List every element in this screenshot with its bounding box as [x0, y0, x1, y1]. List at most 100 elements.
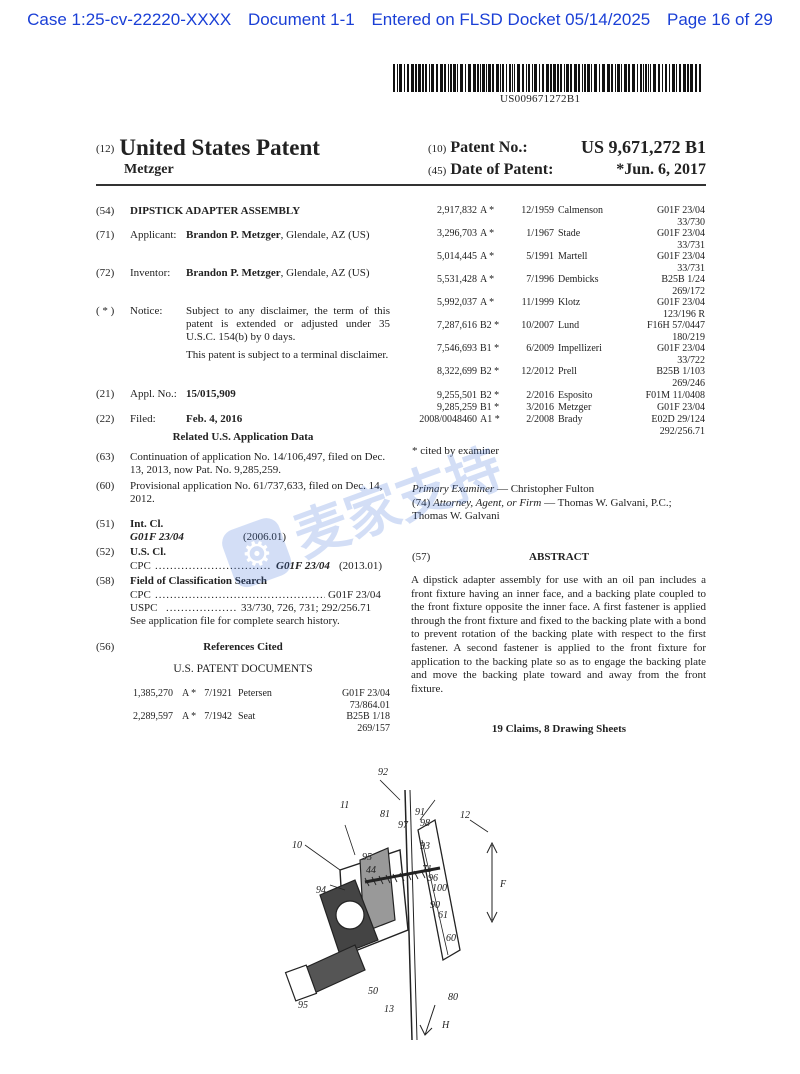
barcode-bar	[534, 64, 537, 92]
barcode-bar	[517, 64, 520, 92]
ref-class: B25B 1/18	[346, 711, 390, 722]
ref-kind: B2 *	[480, 366, 500, 377]
knob-hole	[335, 900, 365, 930]
ref-class-secondary: 33/730	[677, 217, 705, 228]
bolt-threads	[364, 869, 426, 887]
barcode-bar	[492, 64, 494, 92]
barcode-bar	[570, 64, 572, 92]
barcode-number: US009671272B1	[500, 93, 581, 105]
ref-number: 9,285,259	[437, 402, 477, 413]
attorney-code: (74)	[412, 497, 431, 509]
ref-class: G01F 23/04	[656, 297, 705, 308]
drawing-label: 60	[446, 933, 456, 944]
title-code: (54)	[96, 205, 115, 217]
barcode-bar	[482, 64, 485, 92]
ref-kind: A *	[480, 228, 495, 239]
drawing-label: H	[441, 1020, 450, 1031]
ref-class: G01F 23/04	[656, 228, 705, 239]
barcode-bar	[672, 64, 675, 92]
barcode-bar	[566, 64, 569, 92]
ref-kind: A *	[480, 297, 495, 308]
drawing-label: 11	[340, 800, 349, 811]
barcode-bar	[582, 64, 583, 92]
attorney-label: Attorney, Agent, or Firm	[433, 497, 542, 509]
barcode-bar	[480, 64, 481, 92]
ref-class-secondary: 73/864.01	[349, 700, 390, 711]
drawing-label: 94	[316, 885, 326, 896]
drawing-label: 10	[292, 840, 302, 851]
notice-label: Notice:	[130, 305, 163, 317]
watermark-logo	[222, 518, 292, 588]
barcode-bar	[637, 64, 638, 92]
ref-date: 3/2016	[526, 402, 554, 413]
us-cl-cpc-label: CPC	[130, 560, 151, 572]
barcode-bar	[587, 64, 590, 92]
ref-class: G01F 23/04	[656, 402, 705, 413]
int-cl-class: G01F 23/04	[130, 531, 184, 543]
terminal-disclaimer-text: This patent is subject to a terminal dis…	[186, 349, 389, 361]
barcode-bar	[578, 64, 580, 92]
ref-class-secondary: 180/219	[672, 332, 705, 343]
barcode-bar	[690, 64, 693, 92]
appl-no-code: (21)	[96, 388, 115, 400]
barcode-bar	[687, 64, 689, 92]
barcode-bar	[422, 64, 424, 92]
leader-lines	[304, 779, 489, 891]
drawing-label: 96	[428, 873, 438, 884]
drawing-label: 97	[398, 820, 409, 831]
ref-name: Impellizeri	[558, 343, 602, 354]
barcode-bar	[628, 64, 630, 92]
barcode-bar	[506, 64, 507, 92]
field-search-uspc-value: 33/730, 726, 731; 292/256.71	[241, 602, 372, 614]
ref-class-secondary: 33/731	[677, 240, 705, 251]
ref-name: Brady	[558, 414, 583, 425]
barcode-bar	[514, 64, 515, 92]
filed-code: (22)	[96, 413, 115, 425]
patent-no-code: (10)	[428, 143, 447, 155]
barcode-bar	[453, 64, 456, 92]
barcode-bar	[584, 64, 586, 92]
drawing-label: 61	[438, 910, 448, 921]
barcode-bar	[486, 64, 487, 92]
refs-subheading: U.S. PATENT DOCUMENTS	[173, 663, 313, 675]
ref-date: 7/1921	[204, 688, 232, 699]
drawing-label: 80	[448, 992, 458, 1003]
us-cl-code: (52)	[96, 546, 115, 558]
barcode-bar	[574, 64, 577, 92]
barcode-bar	[444, 64, 446, 92]
continuation-code: (63)	[96, 451, 115, 463]
ref-kind: A *	[182, 711, 197, 722]
inventor-location: , Glendale, AZ (US)	[280, 267, 370, 279]
ref-class-secondary: 269/246	[672, 378, 705, 389]
applicant-label: Applicant:	[130, 229, 177, 241]
barcode-bar	[615, 64, 616, 92]
ref-date: 2/2008	[526, 414, 554, 425]
drawing-label: 44	[366, 865, 376, 876]
int-cl-version: (2006.01)	[243, 531, 286, 544]
barcode-bar	[425, 64, 427, 92]
barcode-bar	[662, 64, 663, 92]
ref-name: Martell	[558, 251, 588, 262]
inventor-surname: Metzger	[124, 162, 174, 177]
drawing-label: 100	[432, 883, 447, 894]
abstract-text: A dipstick adapter assembly for use with…	[411, 574, 706, 695]
patent-number-row: (10)Patent No.: US 9,671,272 B1	[428, 137, 706, 157]
barcode-bar	[436, 64, 438, 92]
field-search-label: Field of Classification Search	[130, 575, 267, 587]
date-code: (45)	[428, 165, 447, 177]
ref-class: B25B 1/103	[656, 366, 705, 377]
primary-examiner-label: Primary Examiner	[412, 483, 495, 495]
barcode-bar	[607, 64, 610, 92]
ref-class: F16H 57/0447	[646, 320, 705, 331]
refs-code: (56)	[96, 641, 115, 653]
barcode-bar	[594, 64, 597, 92]
provisional-text: Provisional application No. 61/737,633, …	[130, 480, 383, 505]
field-search-note: See application file for complete search…	[130, 615, 340, 627]
refs-label: References Cited	[203, 641, 283, 653]
ref-date: 6/2009	[526, 343, 554, 354]
attorney: (74) Attorney, Agent, or Firm — Thomas W…	[412, 497, 706, 523]
ref-kind: A *	[480, 251, 495, 262]
docket-entered: Entered on FLSD Docket 05/14/2025	[371, 10, 651, 29]
barcode-bar	[679, 64, 681, 92]
barcode-bar	[418, 64, 421, 92]
